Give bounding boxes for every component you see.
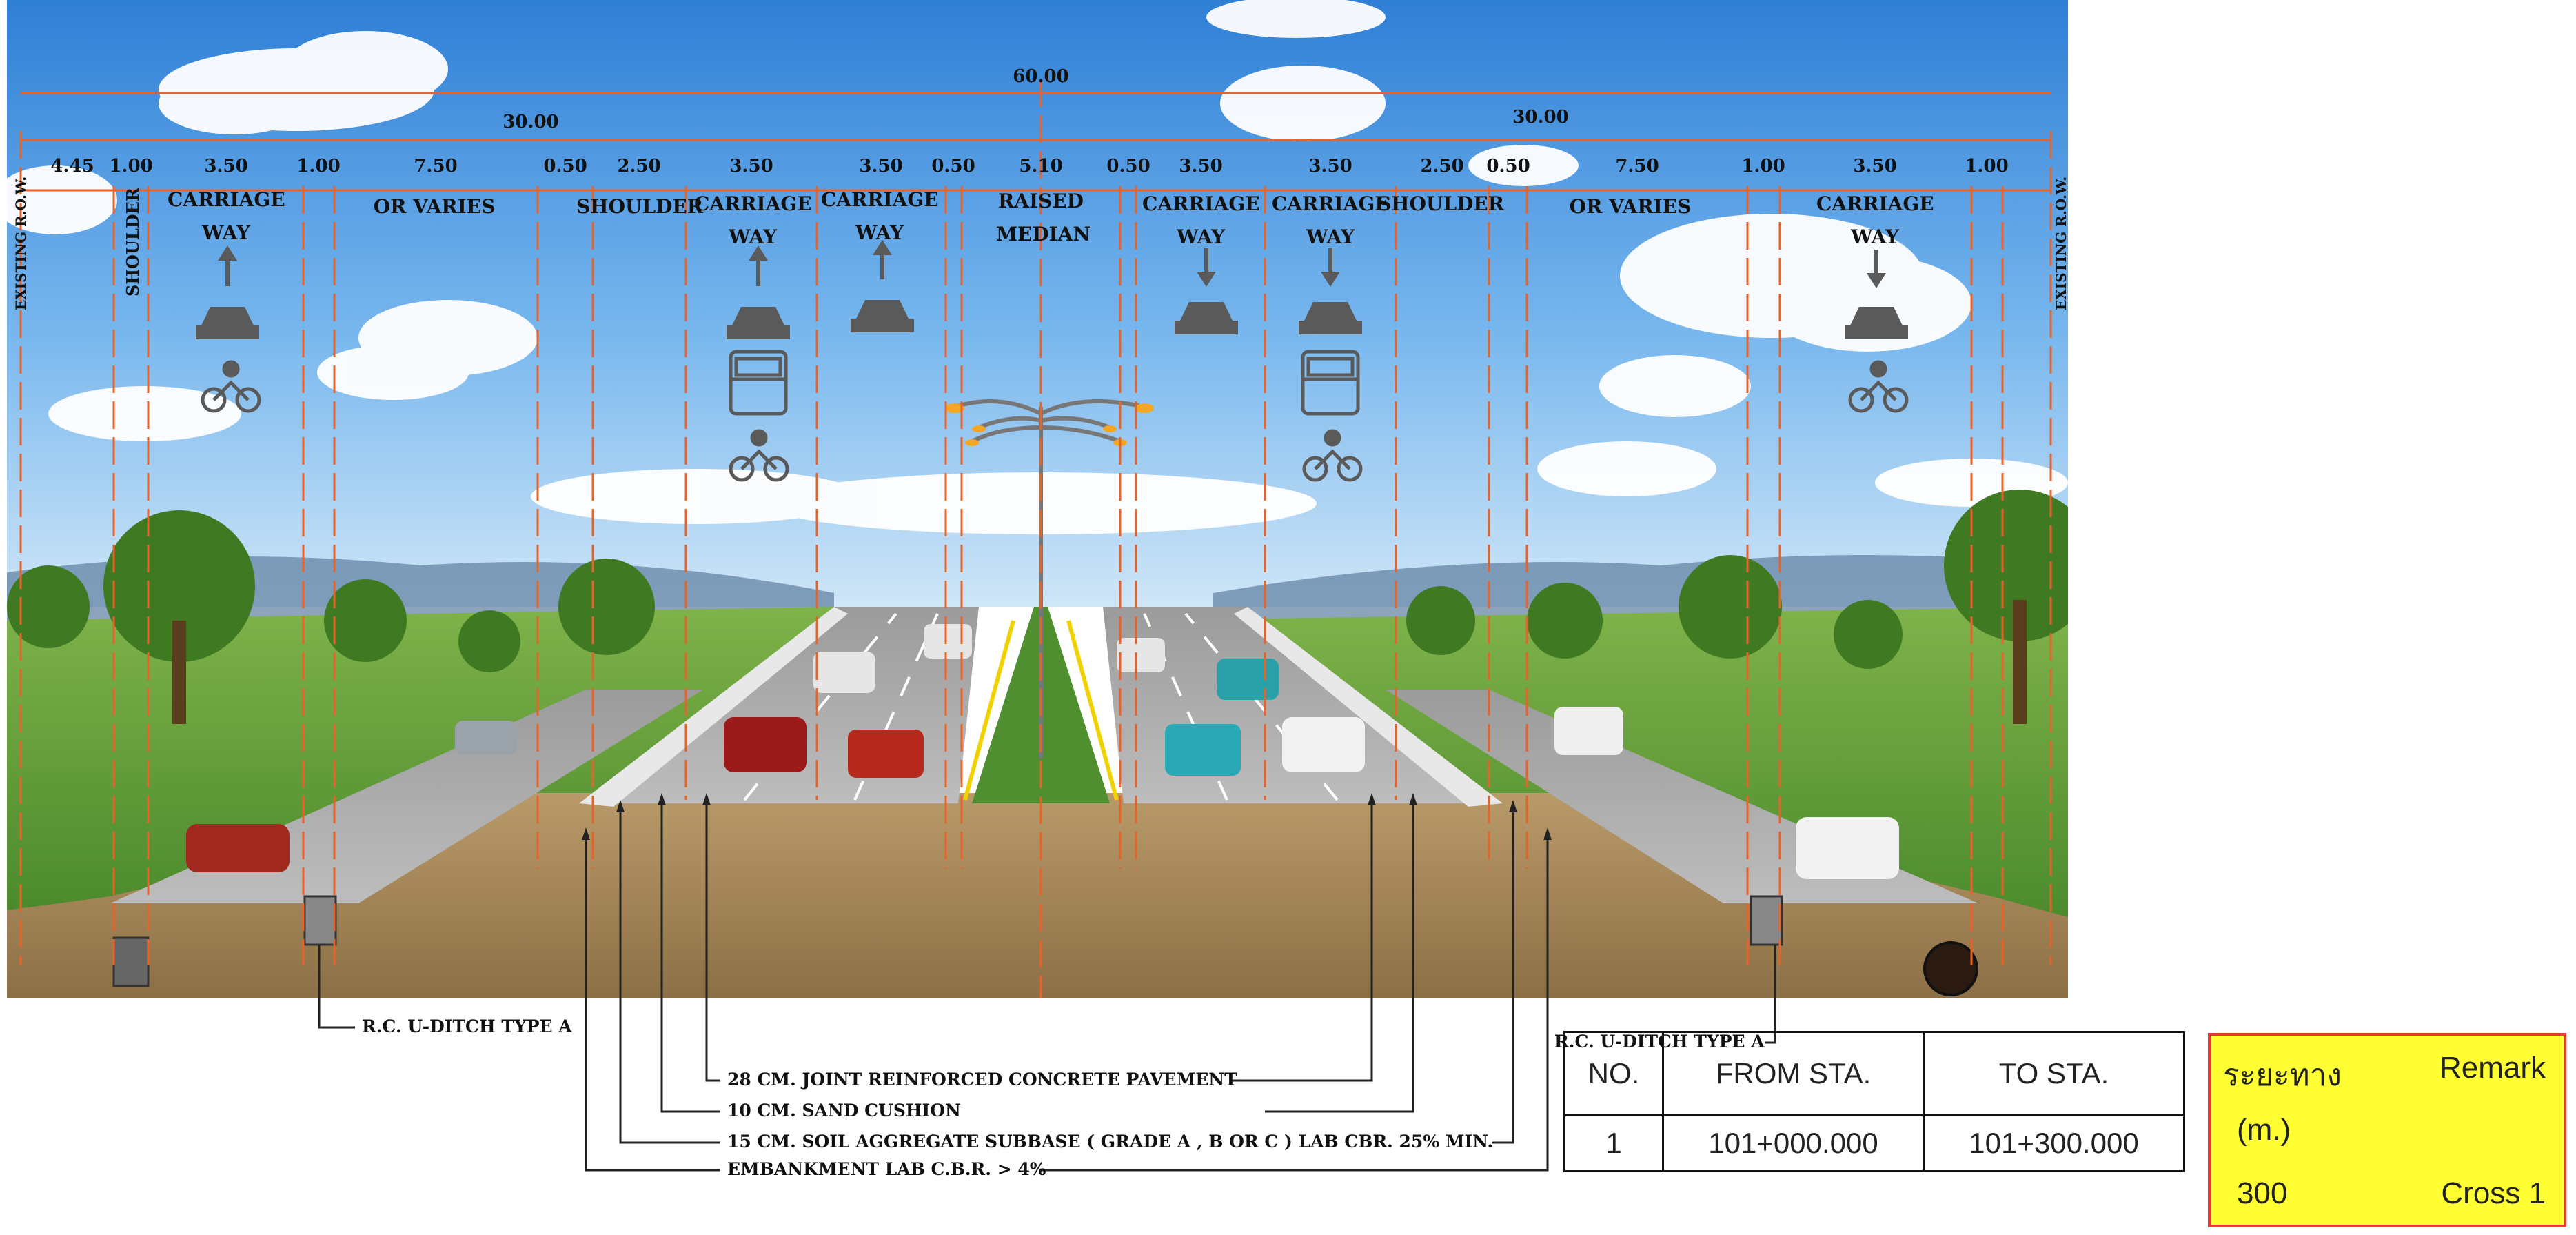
- or-varies-label: OR VARIES: [373, 195, 496, 218]
- car-icon: [196, 307, 259, 339]
- existing-row-left-label: EXISTING R.O.W.: [12, 176, 29, 310]
- segment-dimension: 0.50: [931, 156, 975, 177]
- segment-dimension: 3.50: [1308, 156, 1352, 177]
- arrow-up-icon: [873, 240, 892, 279]
- segment-dimension: 3.50: [729, 156, 773, 177]
- station-table: NO. FROM STA. TO STA. 1 101+000.000 101+…: [1563, 1031, 2185, 1172]
- segment-dimension: 1.00: [109, 156, 153, 177]
- existing-row-right-label: EXISTING R.O.W.: [2053, 176, 2068, 310]
- shoulder-vertical-label: SHOULDER: [123, 188, 143, 297]
- remark-label: Remark: [2439, 1051, 2546, 1085]
- carriageway-label: CARRIAGE WAY: [1816, 192, 1934, 248]
- arrow-down-icon: [1867, 250, 1886, 288]
- vehicles: [186, 624, 1899, 879]
- segment-dimension: 5.10: [1019, 156, 1063, 177]
- motorcycle-icon: [729, 429, 789, 482]
- car-icon: [1845, 307, 1908, 339]
- clouds: [7, 0, 2068, 534]
- traffic-icons: [196, 240, 1909, 482]
- distance-unit-label: (m.): [2237, 1113, 2291, 1147]
- table-cell: 1: [1563, 1114, 1664, 1172]
- table-header-row: NO. FROM STA. TO STA.: [1563, 1031, 2185, 1116]
- remark-value: Cross 1: [2441, 1176, 2546, 1210]
- sand-cushion-callout: 10 CM. SAND CUSHION: [727, 1101, 961, 1121]
- carriageway-label: CARRIAGE WAY: [694, 192, 812, 248]
- segment-dimension: 1.00: [1965, 156, 2009, 177]
- segment-dimension: 4.45: [50, 156, 94, 177]
- embankment-callout: EMBANKMENT LAB C.B.R. > 4%: [727, 1159, 1046, 1179]
- arrow-up-icon: [749, 245, 768, 286]
- segment-dimension: 7.50: [1615, 156, 1659, 177]
- segment-dimension: 3.50: [204, 156, 248, 177]
- carriageway-label: CARRIAGE WAY: [1142, 192, 1260, 248]
- truck-icon: [1301, 350, 1360, 416]
- overall-width-dimension: 60.00: [1013, 66, 1069, 87]
- segment-dimension: 0.50: [1486, 156, 1530, 177]
- arrow-up-icon: [218, 245, 237, 286]
- raised-median-label: RAISED MEDIAN: [996, 190, 1091, 245]
- segment-dimension: 3.50: [859, 156, 903, 177]
- carriageway-label: CARRIAGE WAY: [168, 188, 285, 244]
- segment-dimension: 0.50: [1106, 156, 1150, 177]
- shoulder-label: SHOULDER: [576, 195, 704, 218]
- segment-dimension: 2.50: [617, 156, 661, 177]
- distance-label: ระยะทาง: [2223, 1058, 2342, 1092]
- car-icon: [1299, 302, 1362, 334]
- carriageway-label: CARRIAGE WAY: [1272, 192, 1390, 248]
- segment-dimension: 3.50: [1179, 156, 1223, 177]
- motorcycle-icon: [201, 360, 261, 413]
- table-cell: 101+000.000: [1662, 1114, 1925, 1172]
- scene-artwork: [7, 0, 2068, 998]
- distance-value: 300: [2237, 1176, 2288, 1210]
- table-row: 1 101+000.000 101+300.000: [1563, 1114, 2185, 1172]
- car-icon: [851, 300, 914, 332]
- shoulder-label: SHOULDER: [1377, 192, 1505, 215]
- segment-dimension: 1.00: [1741, 156, 1785, 177]
- car-icon: [1175, 302, 1238, 334]
- arrow-down-icon: [1321, 248, 1340, 287]
- car-icon: [727, 307, 790, 339]
- segment-dimension: 1.00: [296, 156, 341, 177]
- motorcycle-icon: [1848, 360, 1909, 413]
- carriageway-label: CARRIAGE WAY: [821, 188, 939, 244]
- segment-dimension: 0.50: [543, 156, 587, 177]
- table-cell: 101+300.000: [1923, 1114, 2185, 1172]
- left-half-width-dimension: 30.00: [503, 112, 559, 132]
- trees: [7, 490, 2068, 724]
- u-ditch-left-callout: R.C. U-DITCH TYPE A: [362, 1016, 572, 1036]
- table-header-cell: NO.: [1563, 1031, 1664, 1116]
- segment-dimension: 3.50: [1853, 156, 1897, 177]
- motorcycle-icon: [1302, 429, 1363, 482]
- pavement-layer-callout: 28 CM. JOINT REINFORCED CONCRETE PAVEMEN…: [727, 1070, 1237, 1090]
- segment-dimension: 2.50: [1420, 156, 1464, 177]
- segment-dimension: 7.50: [414, 156, 458, 177]
- table-header-cell: TO STA.: [1923, 1031, 2185, 1116]
- arrow-down-icon: [1197, 248, 1216, 287]
- truck-icon: [729, 350, 788, 416]
- right-half-width-dimension: 30.00: [1512, 107, 1569, 128]
- table-header-cell: FROM STA.: [1662, 1031, 1925, 1116]
- remark-box: ระยะทาง (m.) Remark 300 Cross 1: [2208, 1033, 2566, 1227]
- road-cross-section-illustration: 60.00 30.00 30.00 4.45 1.00 3.50 1.00 7.…: [7, 0, 2068, 998]
- subbase-layer-callout: 15 CM. SOIL AGGREGATE SUBBASE ( GRADE A …: [727, 1132, 1494, 1152]
- or-varies-label: OR VARIES: [1569, 195, 1692, 218]
